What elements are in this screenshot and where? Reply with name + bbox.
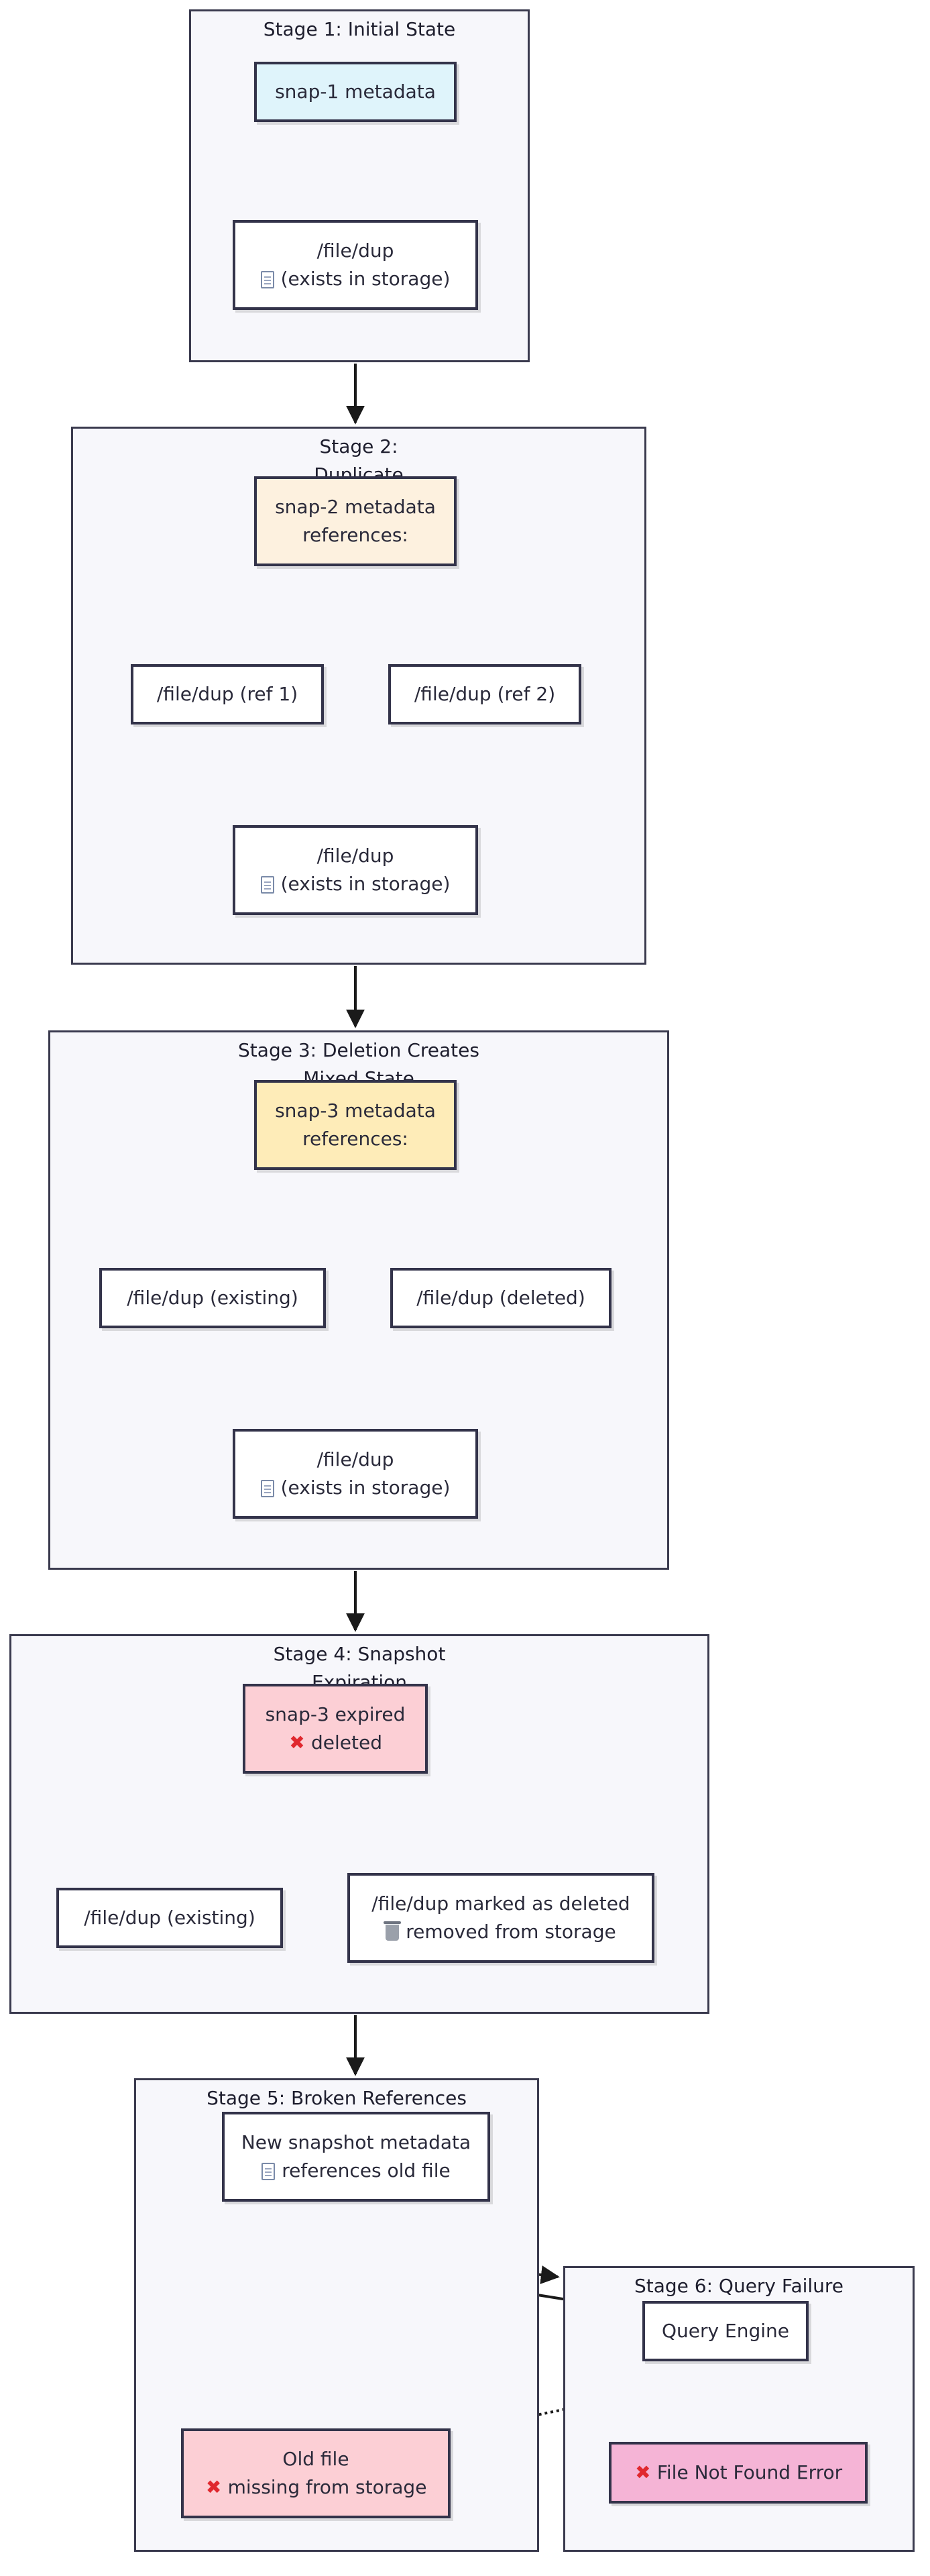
file-dup-existing-node[interactable]: /file/dup (existing) [99, 1268, 326, 1328]
node-label: (exists in storage) [280, 1477, 451, 1499]
stage-1-title: Stage 1: Initial State [263, 18, 456, 40]
node-label: references old file [282, 2159, 451, 2182]
node-label: /file/dup (ref 2) [414, 683, 556, 705]
file-dup-deleted-node[interactable]: /file/dup (deleted) [390, 1268, 612, 1328]
stage-5-title: Stage 5: Broken References [207, 2087, 467, 2109]
node-label: /file/dup (deleted) [416, 1287, 585, 1309]
stage-6-title: Stage 6: Query Failure [634, 2275, 844, 2297]
file-dup-marked-deleted-node[interactable]: /file/dup marked as deleted removed from… [347, 1873, 654, 1963]
node-label: removed from storage [406, 1921, 616, 1943]
file-not-found-error-node[interactable]: ✖File Not Found Error [609, 2442, 868, 2504]
node-label: missing from storage [227, 2476, 427, 2498]
node-label: File Not Found Error [656, 2461, 843, 2483]
old-file-missing-node[interactable]: Old file ✖missing from storage [181, 2428, 451, 2518]
file-dup-storage-node[interactable]: /file/dup (exists in storage) [233, 220, 478, 310]
stage-4-title: Stage 4: Snapshot Expiration [273, 1643, 446, 1693]
node-label: Old file [282, 2448, 349, 2470]
document-icon [260, 1480, 274, 1497]
node-label: /file/dup [316, 239, 394, 262]
cross-icon: ✖ [635, 2461, 651, 2483]
snap-1-metadata-node[interactable]: snap-1 metadata [254, 62, 457, 122]
document-icon [260, 876, 274, 894]
node-label: snap-3 metadata [275, 1099, 436, 1122]
node-label: New snapshot metadata [241, 2131, 471, 2153]
node-label: references: [302, 524, 408, 546]
node-label: /file/dup (existing) [127, 1287, 298, 1309]
node-label: /file/dup [316, 1448, 394, 1470]
snap-3-expired-node[interactable]: snap-3 expired ✖ deleted [243, 1684, 428, 1774]
snap-3-metadata-node[interactable]: snap-3 metadata references: [254, 1080, 457, 1170]
node-label: deleted [311, 1731, 382, 1754]
new-snapshot-metadata-node[interactable]: New snapshot metadata references old fil… [222, 2112, 490, 2202]
cross-icon: ✖ [289, 1731, 305, 1754]
cross-icon: ✖ [205, 2476, 222, 2498]
trash-icon [384, 1921, 402, 1941]
file-dup-storage-node[interactable]: /file/dup (exists in storage) [233, 1429, 478, 1519]
node-label: /file/dup [316, 845, 394, 867]
node-label: snap-2 metadata [275, 496, 436, 518]
node-label: references: [302, 1128, 408, 1150]
node-label: /file/dup (existing) [84, 1907, 255, 1929]
file-dup-existing-node[interactable]: /file/dup (existing) [56, 1888, 283, 1948]
snap-2-metadata-node[interactable]: snap-2 metadata references: [254, 476, 457, 566]
file-dup-storage-node[interactable]: /file/dup (exists in storage) [233, 825, 478, 915]
node-label: /file/dup (ref 1) [156, 683, 298, 705]
file-dup-ref-2-node[interactable]: /file/dup (ref 2) [388, 664, 581, 724]
node-label: snap-1 metadata [275, 80, 436, 103]
node-label: /file/dup marked as deleted [371, 1892, 630, 1915]
node-label: Query Engine [662, 2320, 789, 2342]
file-dup-ref-1-node[interactable]: /file/dup (ref 1) [131, 664, 324, 724]
document-icon [261, 2163, 276, 2180]
document-icon [260, 271, 274, 288]
node-label: (exists in storage) [280, 873, 451, 895]
query-engine-node[interactable]: Query Engine [642, 2301, 809, 2361]
node-label: (exists in storage) [280, 268, 451, 290]
node-label: snap-3 expired [265, 1703, 406, 1725]
